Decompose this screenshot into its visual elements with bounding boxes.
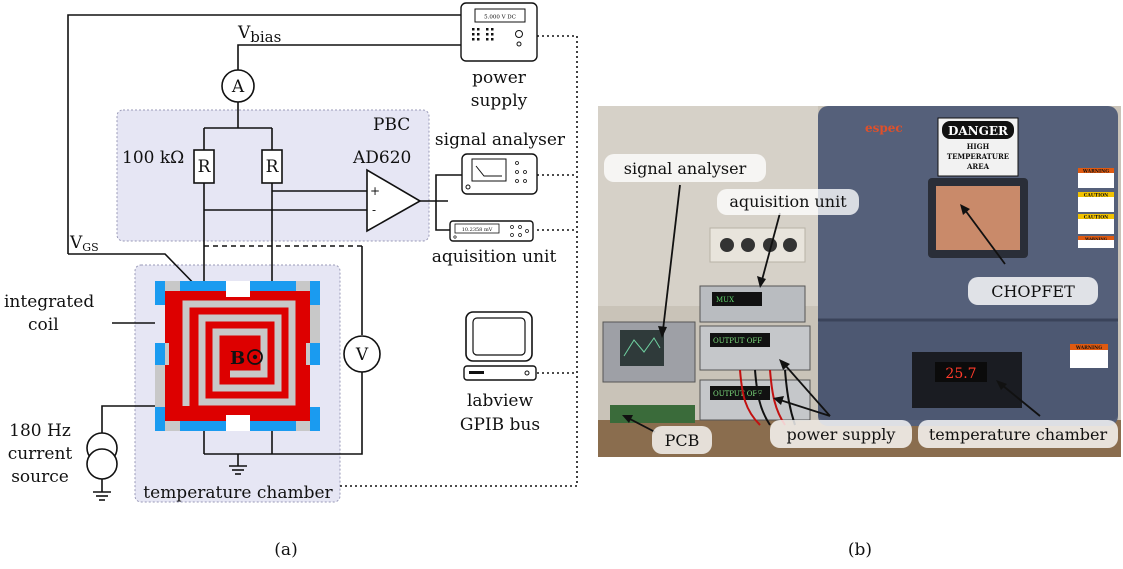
- warning-label-3: WARNING: [1075, 345, 1102, 351]
- pbc-label: PBC: [373, 115, 410, 135]
- power-supply-display: 5.000 V DC: [484, 15, 516, 21]
- integrated-coil-label-1: integrated: [4, 292, 94, 312]
- voltmeter: [343, 335, 381, 373]
- danger-line-3: AREA: [966, 162, 990, 171]
- current-source-label-1: 180 Hz: [9, 421, 71, 441]
- svg-text:PCB: PCB: [665, 431, 700, 450]
- current-source-label-2: current: [8, 444, 73, 464]
- photo-arrows: [627, 184, 1041, 433]
- caution-label-1: CAUTION: [1084, 193, 1108, 199]
- labview-label-1: labview: [467, 391, 534, 411]
- ps-display-text-2: OUTPUT OFF: [713, 390, 762, 398]
- resistor-left-label: R: [198, 157, 212, 177]
- svg-text:temperature chamber: temperature chamber: [929, 425, 1108, 444]
- integrated-coil-label-2: coil: [28, 315, 59, 335]
- opamp-ad620: [366, 168, 422, 233]
- opamp-plus: +: [370, 184, 380, 198]
- power-supply-label-2: supply: [471, 91, 528, 111]
- gpib-bus: [340, 35, 578, 487]
- signal-analyser-label: signal analyser: [435, 130, 566, 150]
- resistor-left: [193, 149, 215, 184]
- photo-arrow-heads: [622, 204, 1007, 423]
- svg-text:signal analyser: signal analyser: [624, 159, 747, 178]
- caption-a: (a): [274, 540, 297, 560]
- temperature-chamber-label: temperature chamber: [143, 483, 333, 503]
- ammeter-label: A: [231, 77, 245, 97]
- field-b-label: B: [230, 348, 245, 369]
- caption-b: (b): [848, 540, 872, 560]
- resistor-value: 100 kΩ: [122, 148, 184, 168]
- current-source-label-3: source: [11, 467, 69, 487]
- danger-title: DANGER: [948, 124, 1009, 138]
- danger-line-2: TEMPERATURE: [947, 152, 1009, 161]
- photo-label-signal-analyser: signal analyser: [604, 154, 766, 182]
- svg-text:power supply: power supply: [787, 425, 896, 444]
- warning-label-2: WARNING: [1084, 236, 1107, 241]
- danger-line-1: HIGH: [967, 142, 990, 151]
- svg-text:CHOPFET: CHOPFET: [991, 282, 1075, 301]
- aquisition-unit-label: aquisition unit: [432, 247, 557, 267]
- photo-label-aquisition-unit: aquisition unit: [717, 189, 859, 215]
- warning-label-1: WARNING: [1082, 169, 1109, 175]
- voltmeter-label: V: [355, 345, 369, 365]
- current-source: [86, 432, 118, 480]
- svg-text:aquisition unit: aquisition unit: [729, 192, 847, 211]
- vgs-label: VGS: [69, 233, 99, 254]
- opamp-minus: -: [372, 203, 376, 217]
- opamp-label: AD620: [352, 148, 411, 168]
- resistor-right: [261, 149, 283, 184]
- acq-display-text: MUX: [716, 296, 734, 304]
- caution-label-2: CAUTION: [1084, 215, 1108, 221]
- brand-logo: espec: [865, 121, 903, 135]
- chopfet-device-diagram: B: [155, 281, 320, 431]
- ps-display-text-1: OUTPUT OFF: [713, 337, 762, 345]
- ammeter: [221, 69, 255, 103]
- labview-computer: [463, 311, 537, 381]
- panel-b-photo: MUX OUTPUT OFF OUTPUT OFF espec: [598, 106, 1121, 560]
- signal-analyser-device: [461, 153, 538, 195]
- power-supply-device: 5.000 V DC: [460, 2, 538, 62]
- panel-a-schematic: PBC: [4, 2, 578, 560]
- labview-label-2: GPIB bus: [460, 415, 540, 435]
- power-supply-label-1: power: [472, 68, 527, 88]
- resistor-right-label: R: [266, 157, 280, 177]
- photo-label-power-supply: power supply: [770, 420, 912, 448]
- photo-label-pcb: PCB: [652, 426, 712, 454]
- chamber-display-text: 25.7: [945, 366, 976, 382]
- aquisition-display: 10.2358 mV: [462, 227, 493, 233]
- photo-label-temperature-chamber: temperature chamber: [918, 420, 1118, 448]
- vbias-label: Vbias: [237, 23, 281, 46]
- photo-label-chopfet: CHOPFET: [968, 277, 1098, 305]
- wiring: [67, 14, 462, 501]
- aquisition-unit-device: 10.2358 mV: [449, 220, 534, 242]
